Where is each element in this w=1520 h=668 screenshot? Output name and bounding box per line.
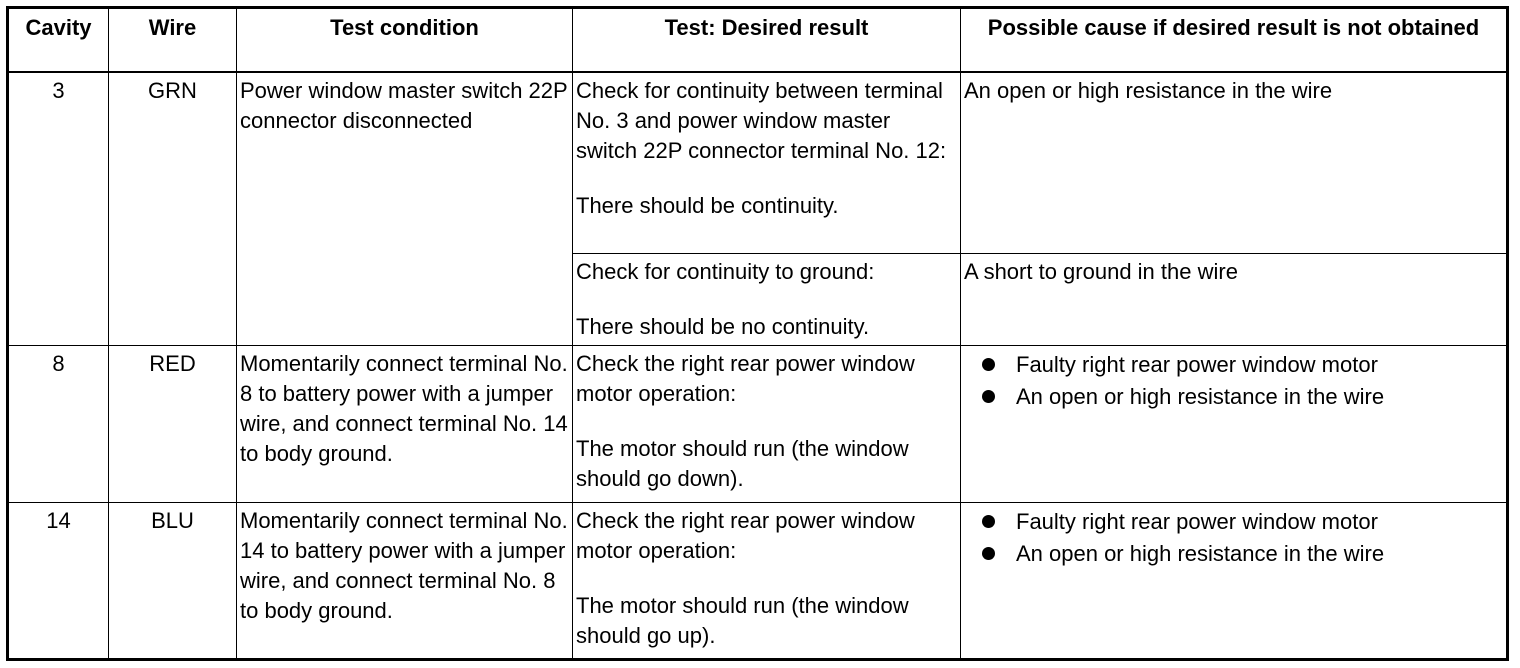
cause-list: Faulty right rear power window motor An … <box>964 506 1503 570</box>
header-wire: Wire <box>108 7 237 73</box>
table-row: 3 GRN Power window master switch 22P con… <box>7 71 1508 346</box>
table-row: 8 RED Momentarily connect terminal No. 8… <box>7 345 1508 503</box>
diagnostic-table: Cavity Wire Test condition Test: Desired… <box>6 6 1509 661</box>
desired-result-cell: Check the right rear power window motor … <box>572 345 961 503</box>
list-item: Faulty right rear power window motor <box>982 349 1503 381</box>
desired-result-cell: Check for continuity between terminal No… <box>572 71 961 254</box>
cause-list: Faulty right rear power window motor An … <box>964 349 1503 413</box>
possible-cause-cell: An open or high resistance in the wire <box>960 71 1508 254</box>
wire-cell: BLU <box>108 502 237 660</box>
bullet-icon <box>982 358 995 371</box>
wire-cell: RED <box>108 345 237 503</box>
test-instruction: Check for continuity to ground: <box>576 259 875 284</box>
condition-cell: Momentarily connect terminal No. 14 to b… <box>236 502 573 660</box>
list-item: An open or high resistance in the wire <box>982 538 1503 570</box>
possible-cause-cell: Faulty right rear power window motor An … <box>960 345 1508 503</box>
condition-cell: Power window master switch 22P connector… <box>236 71 573 346</box>
header-test-condition: Test condition <box>236 7 573 73</box>
bullet-icon <box>982 390 995 403</box>
cavity-cell: 3 <box>7 71 109 346</box>
table-row: 14 BLU Momentarily connect terminal No. … <box>7 502 1508 660</box>
test-instruction: Check the right rear power window motor … <box>576 351 915 406</box>
bullet-icon <box>982 547 995 560</box>
test-instruction: Check the right rear power window motor … <box>576 508 915 563</box>
list-item: Faulty right rear power window motor <box>982 506 1503 538</box>
header-row: Cavity Wire Test condition Test: Desired… <box>7 7 1508 73</box>
header-possible-cause: Possible cause if desired result is not … <box>960 7 1508 73</box>
desired-result-cell: Check the right rear power window motor … <box>572 502 961 660</box>
test-instruction: Check for continuity between terminal No… <box>576 77 947 163</box>
possible-cause-cell: Faulty right rear power window motor An … <box>960 502 1508 660</box>
bullet-icon <box>982 515 995 528</box>
list-item: An open or high resistance in the wire <box>982 381 1503 413</box>
wire-cell: GRN <box>108 71 237 346</box>
test-result: There should be no continuity. <box>576 314 870 339</box>
test-result: The motor should run (the window should … <box>576 436 909 491</box>
cavity-cell: 14 <box>7 502 109 660</box>
possible-cause-cell: A short to ground in the wire <box>960 253 1508 346</box>
desired-result-cell: Check for continuity to ground: There sh… <box>572 253 961 346</box>
test-result: The motor should run (the window should … <box>576 593 909 648</box>
header-desired-result: Test: Desired result <box>572 7 961 73</box>
header-cavity: Cavity <box>7 7 109 73</box>
condition-cell: Momentarily connect terminal No. 8 to ba… <box>236 345 573 503</box>
test-result: There should be continuity. <box>576 192 839 218</box>
cavity-cell: 8 <box>7 345 109 503</box>
